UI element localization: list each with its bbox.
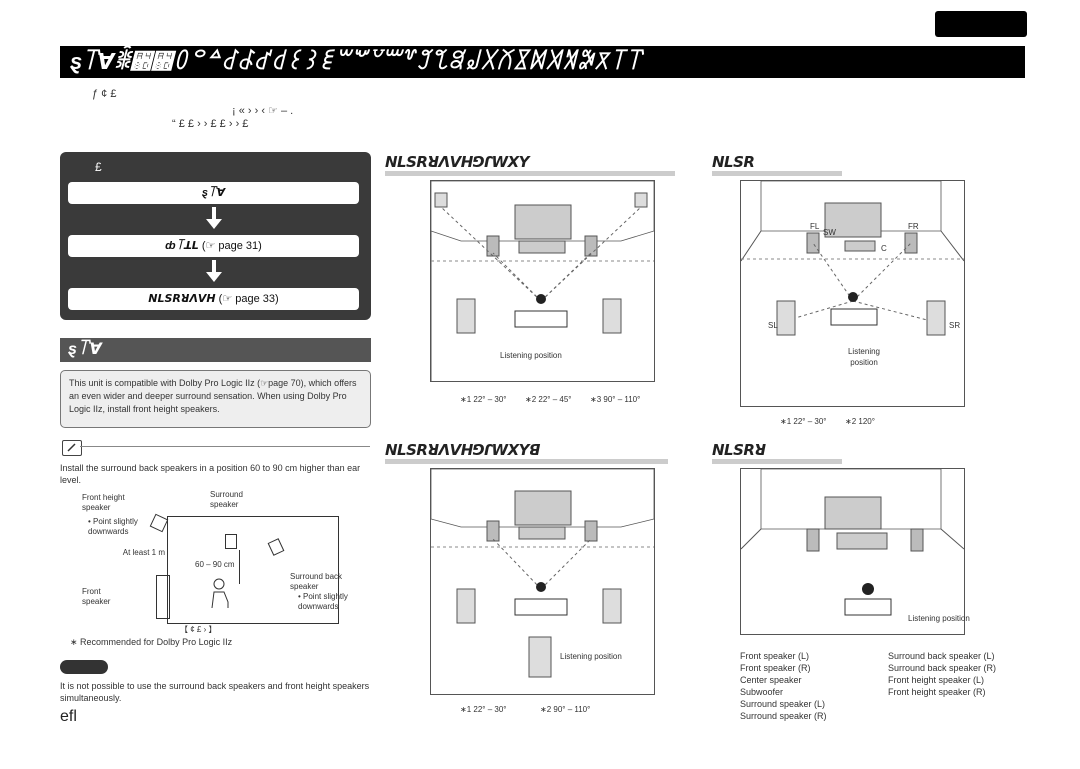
flow-step-2-ref: (☞ page 31): [201, 240, 262, 252]
c-label: C: [881, 244, 887, 253]
intro-line-1: ƒ ¢ £: [92, 88, 117, 100]
legend-item: Front height speaker (L): [888, 675, 985, 685]
sw-label: SW: [823, 228, 836, 237]
diagram3-angle-2: ∗2 90° – 110°: [540, 705, 591, 714]
fl-label: FL: [810, 222, 820, 231]
legend-item: Surround speaker (R): [740, 711, 827, 721]
legend-item: Front speaker (R): [740, 663, 811, 673]
room-outline: [167, 516, 339, 624]
front-label: Front speaker: [82, 587, 111, 606]
surround-back-label: Surround back speaker: [290, 572, 343, 591]
diagram1-listening-label: Listening position: [500, 351, 562, 360]
diagram2-layout: [740, 180, 965, 407]
front-speaker-icon: [156, 575, 170, 619]
diagram1-angle-1: ∗1 22° – 30°: [460, 395, 507, 404]
flow-step-3: ꓠꓡꓢꓣꓤꓥꓦꓧ (☞ page 33): [68, 288, 359, 310]
fr-label: FR: [908, 222, 919, 231]
side-diagram-caption: 【 ¢ £ › 】: [180, 625, 217, 634]
note-label: [60, 660, 108, 674]
flow-step-1: ȿ꓅ꓯ: [68, 182, 359, 204]
flow-arrow-1: [212, 207, 216, 219]
front-height-label: Front height speaker: [82, 493, 125, 512]
divider: [80, 446, 370, 447]
diagram3-listening-label: Listening position: [560, 652, 622, 661]
legend-item: Surround back speaker (L): [888, 651, 995, 661]
height-range-label: 60 – 90 cm: [195, 560, 235, 569]
legend-item: Center speaker: [740, 675, 802, 685]
diagram3-heading: ꓠꓡꓢꓣꓤꓥꓦꓧꓨꓩꓪꓫꓬꓭ: [385, 441, 668, 464]
surround-label: Surround speaker: [210, 490, 243, 509]
intro-line-2: ¡ « › › ‹ ☞ – .: [232, 105, 294, 117]
point-slightly-label-2: • Point slightly downwards: [298, 592, 348, 611]
flow-arrow-2: [212, 260, 216, 272]
page-number: efl: [60, 708, 77, 725]
diagram1-angle-2: ∗2 22° – 45°: [525, 395, 572, 404]
surround-speaker-icon: [225, 534, 237, 549]
note-text: It is not possible to use the surround b…: [60, 681, 370, 703]
legend-item: Front height speaker (R): [888, 687, 986, 697]
legend-item: Subwoofer: [740, 687, 784, 697]
diagram3-angle-1: ∗1 22° – 30°: [460, 705, 507, 714]
diagram3-layout: [430, 468, 655, 695]
legend-item: Front speaker (L): [740, 651, 810, 661]
page-title: ȿ꓅ꓯꒋ꒍꒍꒩꒪꒫꒬꒭꒮꒯꒰꒱꒲꒳꒴꒵꒶꒷꒸꒹꒺꒻꒼꒽꒾꒿꓀꓁꓂꓃꓄꓅: [60, 46, 1025, 78]
flow-step-3-ref: (☞ page 33): [218, 293, 279, 305]
point-slightly-label: • Point slightly downwards: [88, 517, 138, 536]
diagram1-layout: [430, 180, 655, 382]
diagram2-listening-label: Listening position: [847, 347, 881, 367]
height-dimension-line: [239, 550, 240, 584]
recommended-note: ∗ Recommended for Dolby Pro Logic IIz: [70, 637, 233, 647]
intro-line-3: “ £ £ › › £ £ › › £: [172, 118, 249, 130]
tip-text: Install the surround back speakers in a …: [60, 463, 361, 485]
diagram4-listening-label: Listening position: [908, 614, 970, 623]
diagram2-angle-1: ∗1 22° – 30°: [780, 417, 827, 426]
legend-item: Surround speaker (L): [740, 699, 826, 709]
flow-heading: £: [95, 160, 102, 174]
diagram1-heading: ꓠꓡꓢꓣꓤꓥꓦꓧꓨꓩꓪꓫꓬ: [385, 153, 675, 176]
sl-label: SL: [768, 321, 778, 330]
diagram2-angle-2: ∗2 120°: [845, 417, 875, 426]
diagram4-heading: ꓠꓡꓢꓣꓤ: [712, 441, 842, 464]
diagram2-heading: ꓠꓡꓢꓣ: [712, 153, 842, 176]
page-tab: [935, 11, 1027, 37]
diagram4-layout: [740, 468, 965, 635]
side-view-diagram: Front height speaker • Point slightly do…: [60, 490, 372, 634]
pencil-icon: [62, 440, 82, 456]
flow-step-2: ȸ꓄ꓕꓡ (☞ page 31): [68, 235, 359, 257]
legend-col-1: Front speaker (L) Front speaker (R) Cent…: [740, 650, 827, 722]
down-arrow-icon: [206, 272, 222, 282]
sr-label: SR: [949, 321, 961, 330]
diagram1-angle-3: ∗3 90° – 110°: [590, 395, 641, 404]
legend-item: Surround back speaker (R): [888, 663, 997, 673]
at-least-label: At least 1 m: [122, 548, 165, 557]
legend-col-2: Surround back speaker (L) Surround back …: [888, 650, 996, 698]
front-height-speaker-icon: [149, 513, 169, 533]
section-title: ȿ꓅ꓯ: [60, 338, 371, 362]
down-arrow-icon: [206, 219, 222, 229]
compat-note: This unit is compatible with Dolby Pro L…: [60, 370, 371, 428]
listener-icon: [208, 578, 230, 610]
